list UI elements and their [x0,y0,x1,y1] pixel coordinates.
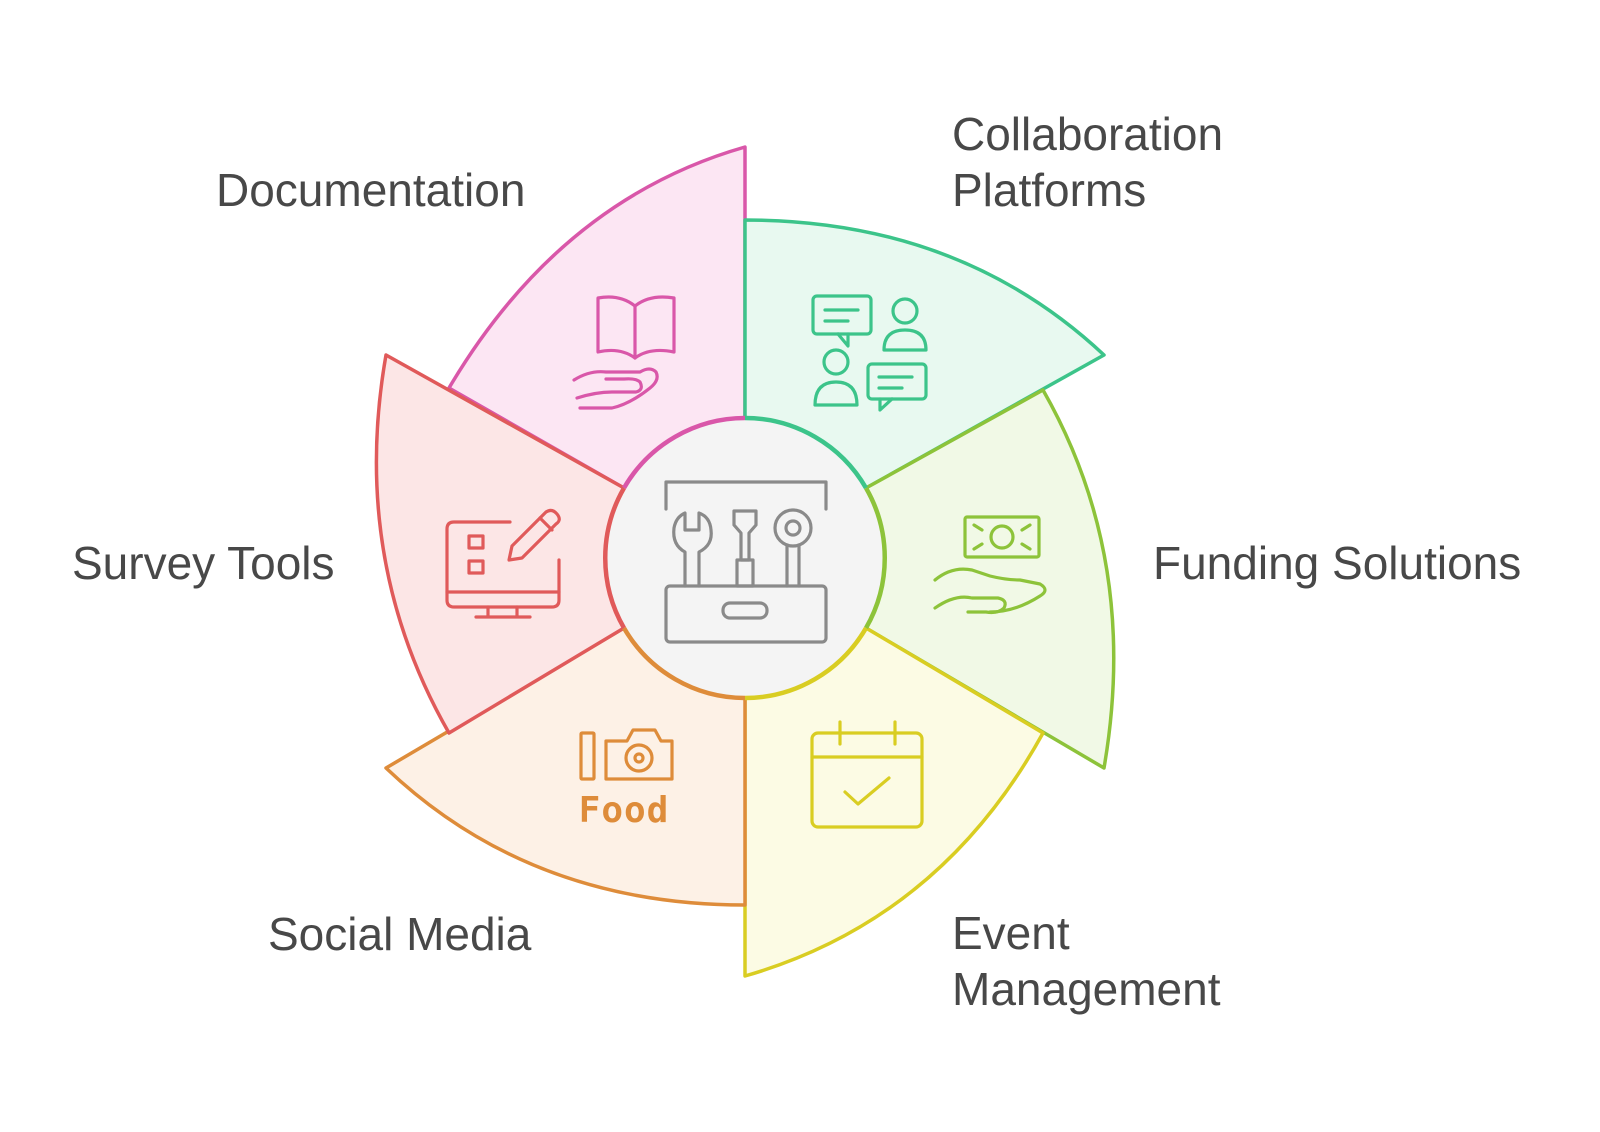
calendar-check-icon [810,720,924,829]
food-text: Food [579,790,670,831]
label-collaboration-line-2: Platforms [952,164,1147,216]
label-documentation: Documentation [216,162,525,218]
toolbox-icon [664,480,828,644]
label-survey-line-1: Survey Tools [72,537,335,589]
money-in-hand-icon [933,515,1047,615]
label-event-management: Event Management [952,905,1221,1017]
label-social-media: Social Media [268,906,531,962]
label-documentation-line-1: Documentation [216,164,526,216]
center-circle [605,418,885,698]
monitor-form-pencil-icon [445,508,561,619]
label-social-line-1: Social Media [268,908,532,960]
book-in-hand-icon [572,295,676,410]
label-event-line-1: Event [952,907,1070,959]
camera-food-icon [579,728,674,781]
label-collaboration-line-1: Collaboration [952,108,1224,160]
label-funding-line-1: Funding Solutions [1153,537,1522,589]
label-collaboration-platforms: Collaboration Platforms [952,106,1223,218]
label-event-line-2: Management [952,963,1221,1015]
label-funding-solutions: Funding Solutions [1153,535,1521,591]
people-chat-icon [811,294,928,412]
label-survey-tools: Survey Tools [72,535,335,591]
